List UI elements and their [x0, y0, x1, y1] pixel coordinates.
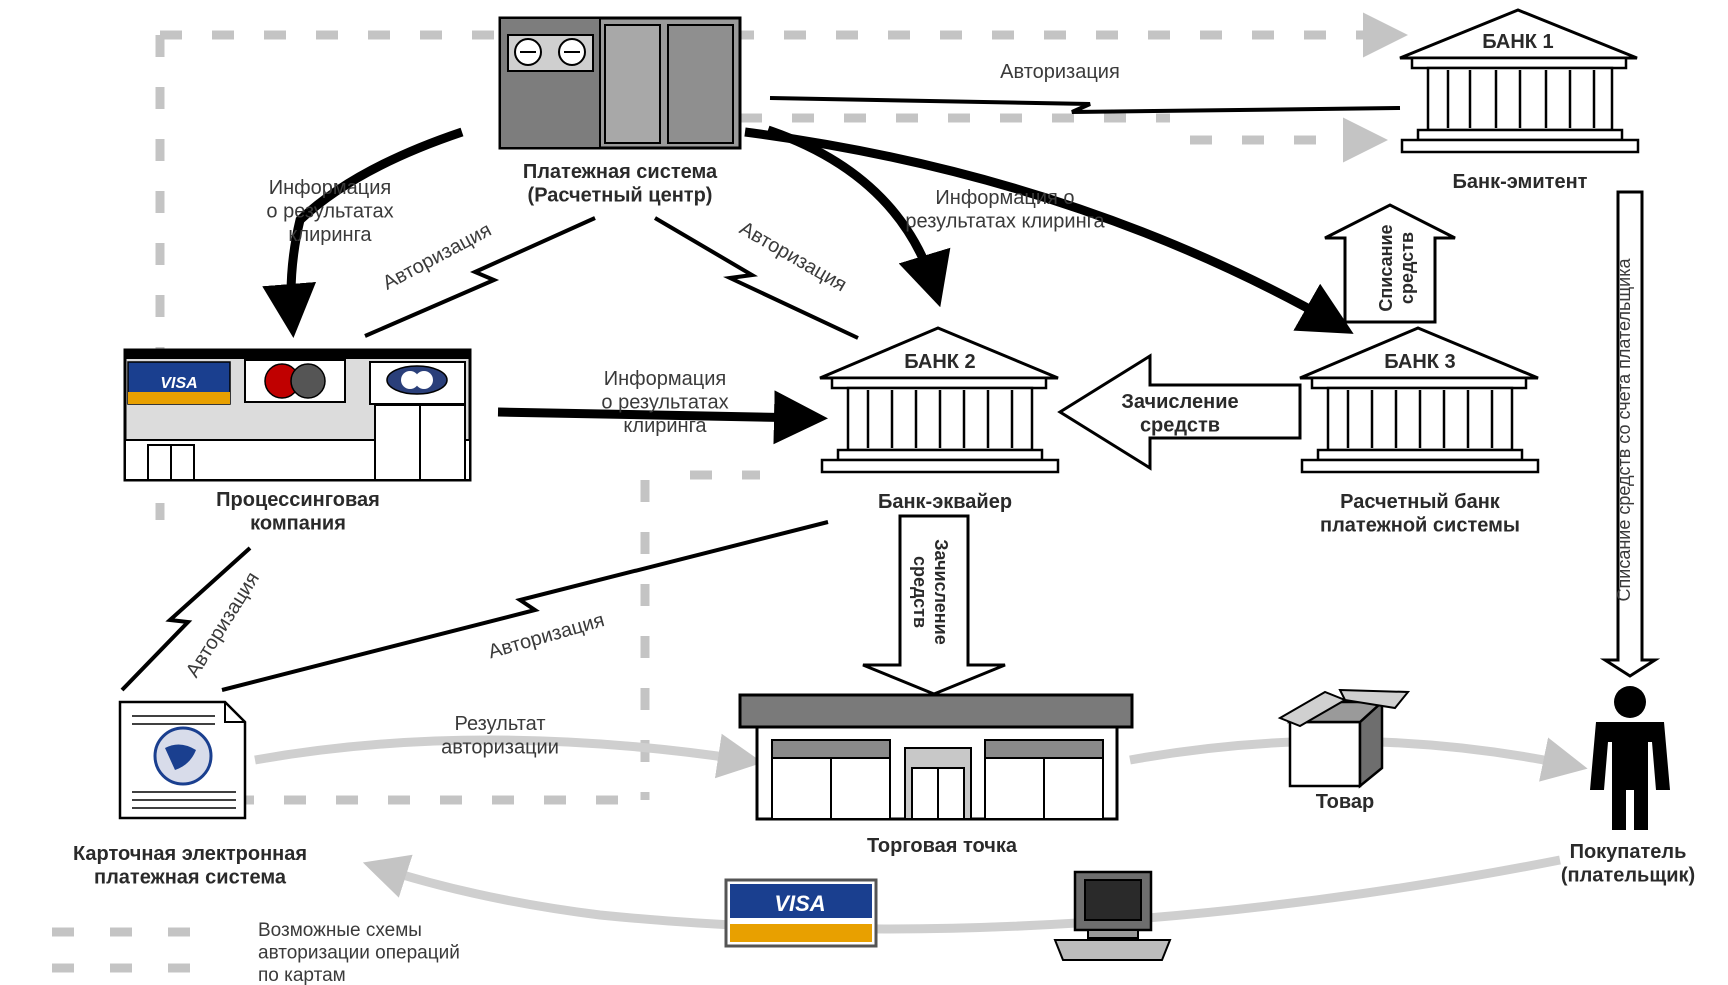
- bank3-badge: БАНК 3: [1384, 351, 1455, 373]
- store-building: [738, 693, 1134, 821]
- goods-box-icon: [1277, 688, 1411, 789]
- edge-label-write-off-buyer: Списание средств со счета плательщика: [1614, 258, 1634, 602]
- bank1-badge: БАНК 1: [1482, 31, 1553, 53]
- card-system-document-icon: [118, 700, 247, 820]
- buyer-label: Покупатель(плательщик): [1561, 841, 1695, 887]
- store-label: Торговая точка: [867, 835, 1018, 857]
- svg-text:VISA: VISA: [160, 375, 197, 392]
- bank2-caption: Банк-эквайер: [878, 491, 1012, 513]
- edge-label-auth-top: Авторизация: [1000, 61, 1120, 83]
- bank1-caption: Банк-эмитент: [1453, 171, 1588, 193]
- edge-label-auth-lower-left: Авторизация: [182, 568, 264, 681]
- edge-label-auth-left-diag: Авторизация: [379, 219, 495, 295]
- computer-icon: [1053, 870, 1172, 961]
- bank2-building: [819, 326, 1060, 474]
- edge-label-auth-right-diag: Авторизация: [736, 217, 851, 296]
- edge-label-write-off-bank1: Списаниесредств: [1376, 224, 1417, 311]
- goods-label: Товар: [1316, 791, 1375, 813]
- bank2-badge: БАНК 2: [904, 351, 975, 373]
- payment-system-server: [498, 16, 742, 150]
- buyer-person-icon: [1590, 686, 1670, 830]
- processing-company-building: VISA: [123, 348, 472, 482]
- hollow-arrows: [862, 190, 1661, 696]
- authorization-bolts: [120, 96, 1401, 692]
- visa-card-icon: VISA: [724, 878, 878, 948]
- diners-club-logo-small: [369, 361, 466, 405]
- bank3-building: [1299, 326, 1540, 474]
- clearing-info-arrows: [262, 125, 1354, 445]
- svg-text:VISA: VISA: [774, 891, 825, 916]
- mastercard-logo-small: [244, 359, 346, 403]
- legend: [52, 927, 220, 973]
- visa-logo-small: VISA: [127, 361, 231, 405]
- payment-system-label: Платежная система(Расчетный центр): [523, 161, 718, 207]
- bank1-building: [1399, 8, 1640, 154]
- edge-label-credit-store: Зачислениесредств: [910, 539, 951, 645]
